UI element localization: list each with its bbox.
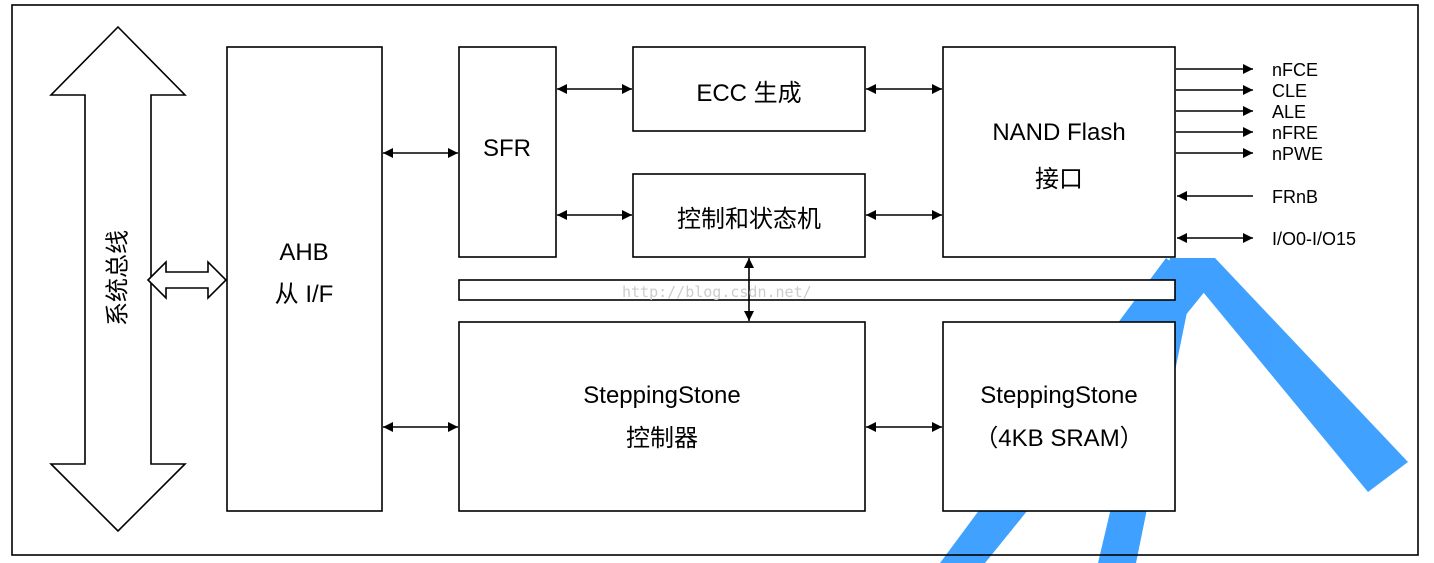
nand-signals: nFCE CLE ALE nFRE nPWE FRnB I/O0-I/O15 — [1176, 60, 1356, 249]
signal-ale: ALE — [1272, 102, 1306, 122]
signal-nfre: nFRE — [1272, 123, 1318, 143]
ecc-label: ECC 生成 — [696, 80, 801, 107]
steppingstone-controller-subtitle: 控制器 — [626, 425, 698, 452]
ahb-label: AHB — [279, 239, 328, 266]
control-state-machine-label: 控制和状态机 — [677, 206, 821, 233]
internal-bus-bar — [458, 279, 1176, 301]
signal-io: I/O0-I/O15 — [1272, 229, 1356, 249]
outer-frame — [11, 4, 1419, 556]
signal-nfce: nFCE — [1272, 60, 1318, 80]
signal-npwe: nPWE — [1272, 144, 1323, 164]
system-bus: 系统总线 — [49, 25, 187, 533]
ahb-slave-block: AHB 从 I/F — [226, 46, 383, 512]
steppingstone-sram-title: SteppingStone — [980, 382, 1137, 409]
bus-ahb-hollow-arrow — [146, 260, 228, 300]
connections — [383, 84, 942, 432]
steppingstone-sram-subtitle: （4KB SRAM） — [974, 425, 1143, 452]
steppingstone-controller-block: SteppingStone 控制器 — [458, 321, 866, 512]
nand-flash-interface-block: NAND Flash 接口 — [942, 46, 1176, 258]
nand-interface-label: 接口 — [1035, 166, 1083, 193]
ecc-block: ECC 生成 — [632, 46, 866, 132]
steppingstone-controller-title: SteppingStone — [583, 382, 740, 409]
steppingstone-sram-block: SteppingStone （4KB SRAM） — [942, 321, 1176, 512]
signal-cle: CLE — [1272, 81, 1307, 101]
signal-frnb: FRnB — [1272, 187, 1318, 207]
ahb-if-label: 从 I/F — [275, 281, 334, 308]
system-bus-label: 系统总线 — [105, 230, 132, 326]
control-state-machine-block: 控制和状态机 — [632, 173, 866, 258]
sfr-block: SFR — [458, 46, 557, 258]
nand-flash-label: NAND Flash — [992, 119, 1125, 146]
sfr-label: SFR — [483, 135, 531, 162]
watermark-url: http://blog.csdn.net/ — [622, 283, 812, 301]
system-bus-arrow — [49, 25, 187, 533]
